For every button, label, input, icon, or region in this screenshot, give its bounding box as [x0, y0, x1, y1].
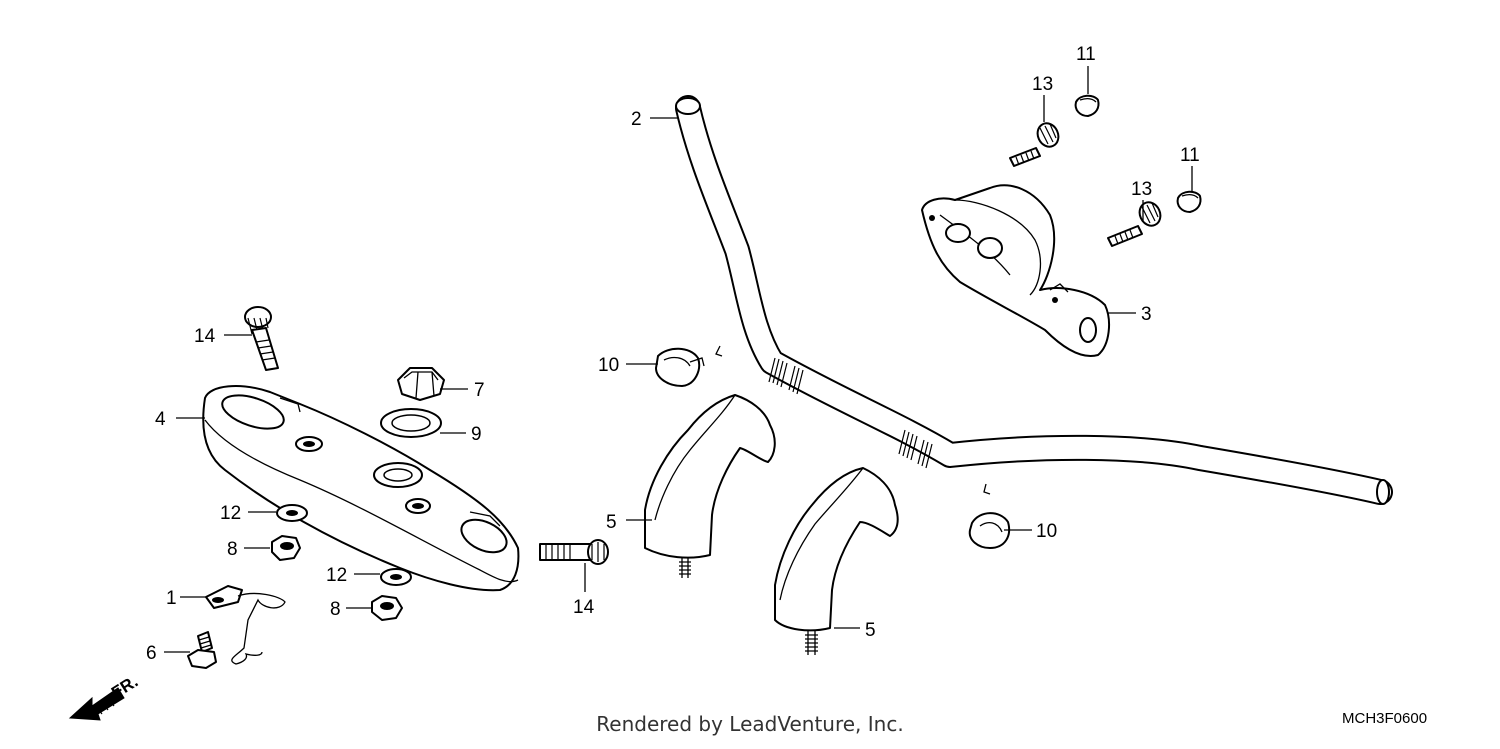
- handlebar[interactable]: [675, 95, 1393, 505]
- callout-12-lower: 12: [326, 565, 347, 586]
- callout-10-left: 10: [598, 355, 619, 376]
- bolt-6[interactable]: [187, 631, 217, 669]
- wire-bracket-1[interactable]: [205, 585, 286, 665]
- diagram-code: MCH3F0600: [1342, 710, 1428, 727]
- washer-9[interactable]: [380, 408, 442, 438]
- bolt-13-upper[interactable]: [1009, 120, 1062, 167]
- callout-6: 6: [146, 643, 157, 664]
- callout-14-upper: 14: [194, 326, 216, 347]
- nut-8-upper[interactable]: [271, 535, 301, 561]
- callout-1: 1: [166, 588, 177, 609]
- wire-clamp-left[interactable]: [655, 347, 705, 387]
- callout-3: 3: [1141, 304, 1152, 325]
- callout-12-upper: 12: [220, 503, 241, 524]
- callout-13-upper: 13: [1032, 74, 1053, 95]
- callout-7: 7: [474, 380, 485, 401]
- cap-11-upper[interactable]: [1074, 94, 1100, 117]
- upper-handlebar-holder[interactable]: [202, 385, 520, 592]
- washer-12-lower[interactable]: [380, 568, 412, 586]
- wire-clamp-right[interactable]: [968, 512, 1010, 549]
- callout-14-lower: 14: [573, 597, 595, 618]
- rendered-by-footer: Rendered by LeadVenture, Inc.: [596, 712, 904, 736]
- washer-12-upper[interactable]: [276, 504, 308, 522]
- switch-housing-cover[interactable]: [921, 184, 1111, 357]
- callout-5-right: 5: [865, 620, 876, 641]
- bolt-14-lower[interactable]: [539, 539, 609, 565]
- handlebar-riser-left[interactable]: [644, 394, 776, 578]
- callout-11-upper: 11: [1076, 44, 1096, 65]
- callout-10-right: 10: [1036, 521, 1057, 542]
- callout-4: 4: [155, 409, 166, 430]
- leader-lines: [164, 66, 1193, 653]
- callout-2: 2: [631, 109, 642, 130]
- callout-13-lower: 13: [1131, 179, 1152, 200]
- callout-5-left: 5: [606, 512, 617, 533]
- nut-7[interactable]: [397, 367, 445, 401]
- callout-labels: 1 2 3 4 5 5 6 7 8 8 9 10 10 11 11 12 12 …: [146, 44, 1200, 664]
- cap-11-lower[interactable]: [1176, 190, 1202, 213]
- callout-8-upper: 8: [227, 539, 238, 560]
- handlebar-riser-right[interactable]: [774, 467, 899, 655]
- nut-8-lower[interactable]: [371, 595, 403, 621]
- bolt-14-upper[interactable]: [244, 306, 279, 371]
- callout-8-lower: 8: [330, 599, 341, 620]
- callout-9: 9: [471, 424, 482, 445]
- bolt-13-lower[interactable]: [1107, 199, 1164, 247]
- callout-11-lower: 11: [1180, 145, 1200, 166]
